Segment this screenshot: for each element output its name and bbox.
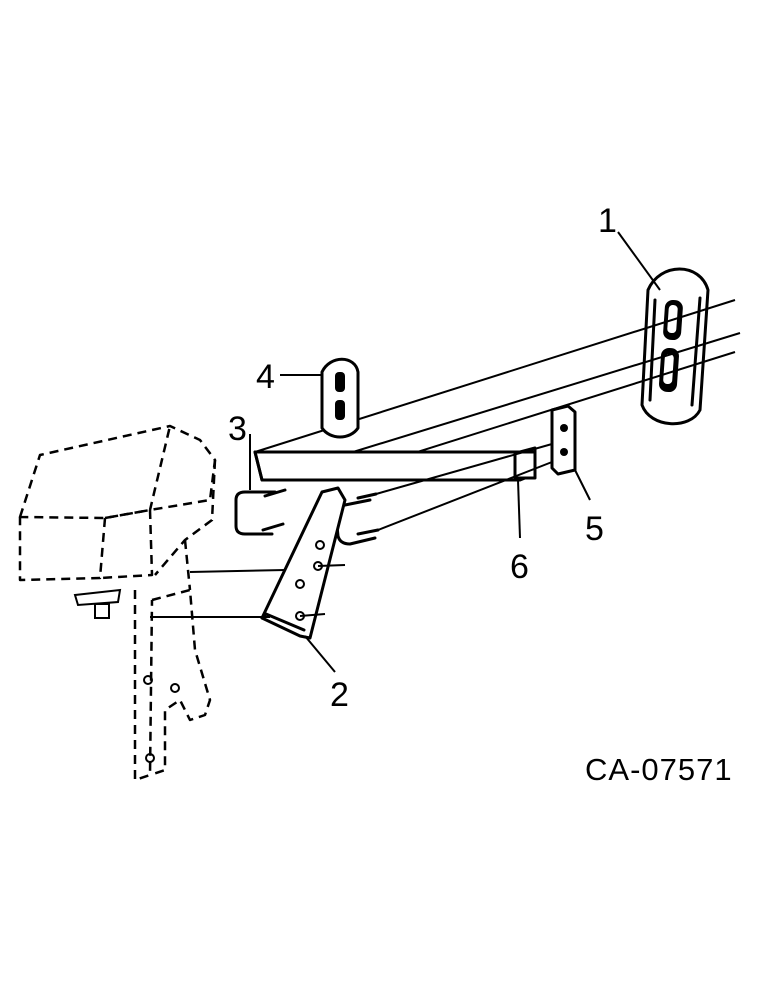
callout-6: 6 bbox=[510, 548, 529, 586]
drawing-code-label: CA-07571 bbox=[585, 752, 733, 787]
part-4-small-slotted-plate bbox=[280, 357, 360, 439]
part-3-u-bolt bbox=[234, 434, 287, 536]
callout-2: 2 bbox=[330, 676, 349, 714]
callout-5: 5 bbox=[585, 510, 604, 548]
callout-3: 3 bbox=[228, 410, 247, 448]
part-2-mounting-bracket bbox=[150, 486, 347, 673]
callout-1: 1 bbox=[598, 202, 617, 240]
reference-frame-dashed bbox=[18, 424, 217, 782]
callout-4: 4 bbox=[256, 358, 275, 396]
part-6-square-tube bbox=[253, 446, 537, 539]
part-1-slotted-plate bbox=[640, 267, 710, 426]
leader-line-1 bbox=[617, 231, 661, 291]
part-5-small-plate bbox=[550, 404, 591, 501]
